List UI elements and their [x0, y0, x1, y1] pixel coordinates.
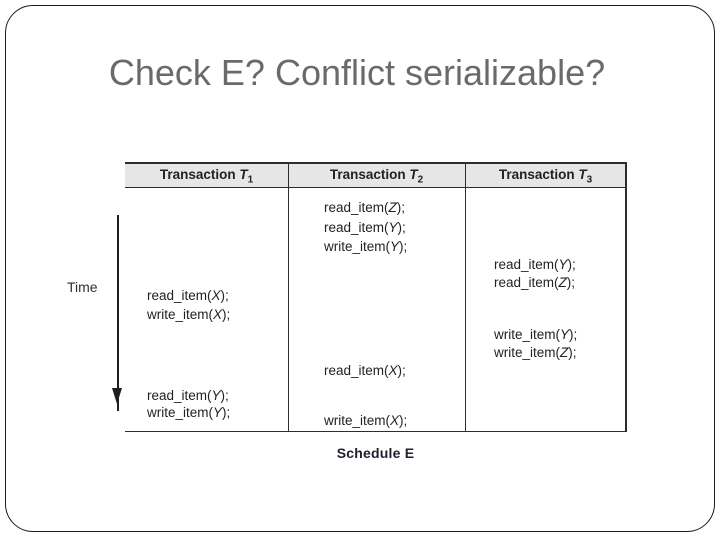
column-header: Transaction T1	[159, 167, 254, 186]
schedule-operation: write_item(Y);	[494, 327, 578, 342]
schedule-operation: write_item(X);	[147, 307, 231, 322]
schedule-operation: read_item(Y);	[494, 257, 576, 272]
table-header-background	[125, 163, 626, 187]
slide-title: Check E? Conflict serializable?	[108, 52, 606, 93]
schedule-operation: write_item(Y);	[147, 405, 231, 420]
schedule-operation: read_item(Y);	[147, 388, 229, 403]
time-label: Time	[67, 279, 98, 295]
time-arrow	[117, 215, 119, 411]
table-header-bottom-border	[125, 186, 626, 188]
arrow-down-icon	[112, 388, 122, 404]
schedule-operation: read_item(Z);	[494, 275, 576, 290]
schedule-operation: read_item(X);	[147, 288, 229, 303]
schedule-operation: write_item(Y);	[324, 239, 408, 254]
schedule-operation: write_item(X);	[324, 413, 408, 428]
table-column-divider	[287, 162, 289, 432]
column-header: Transaction T2	[329, 167, 424, 186]
table-bottom-border	[125, 430, 626, 432]
table-column-divider	[464, 162, 466, 432]
column-header: Transaction T3	[498, 167, 593, 186]
schedule-caption: Schedule E	[336, 445, 415, 461]
table-right-border	[625, 162, 627, 432]
table-top-border	[125, 162, 626, 164]
schedule-operation: read_item(Z);	[324, 200, 406, 215]
schedule-operation: write_item(Z);	[494, 345, 577, 360]
schedule-operation: read_item(Y);	[324, 220, 406, 235]
schedule-operation: read_item(X);	[324, 363, 406, 378]
slide-border	[5, 5, 715, 532]
